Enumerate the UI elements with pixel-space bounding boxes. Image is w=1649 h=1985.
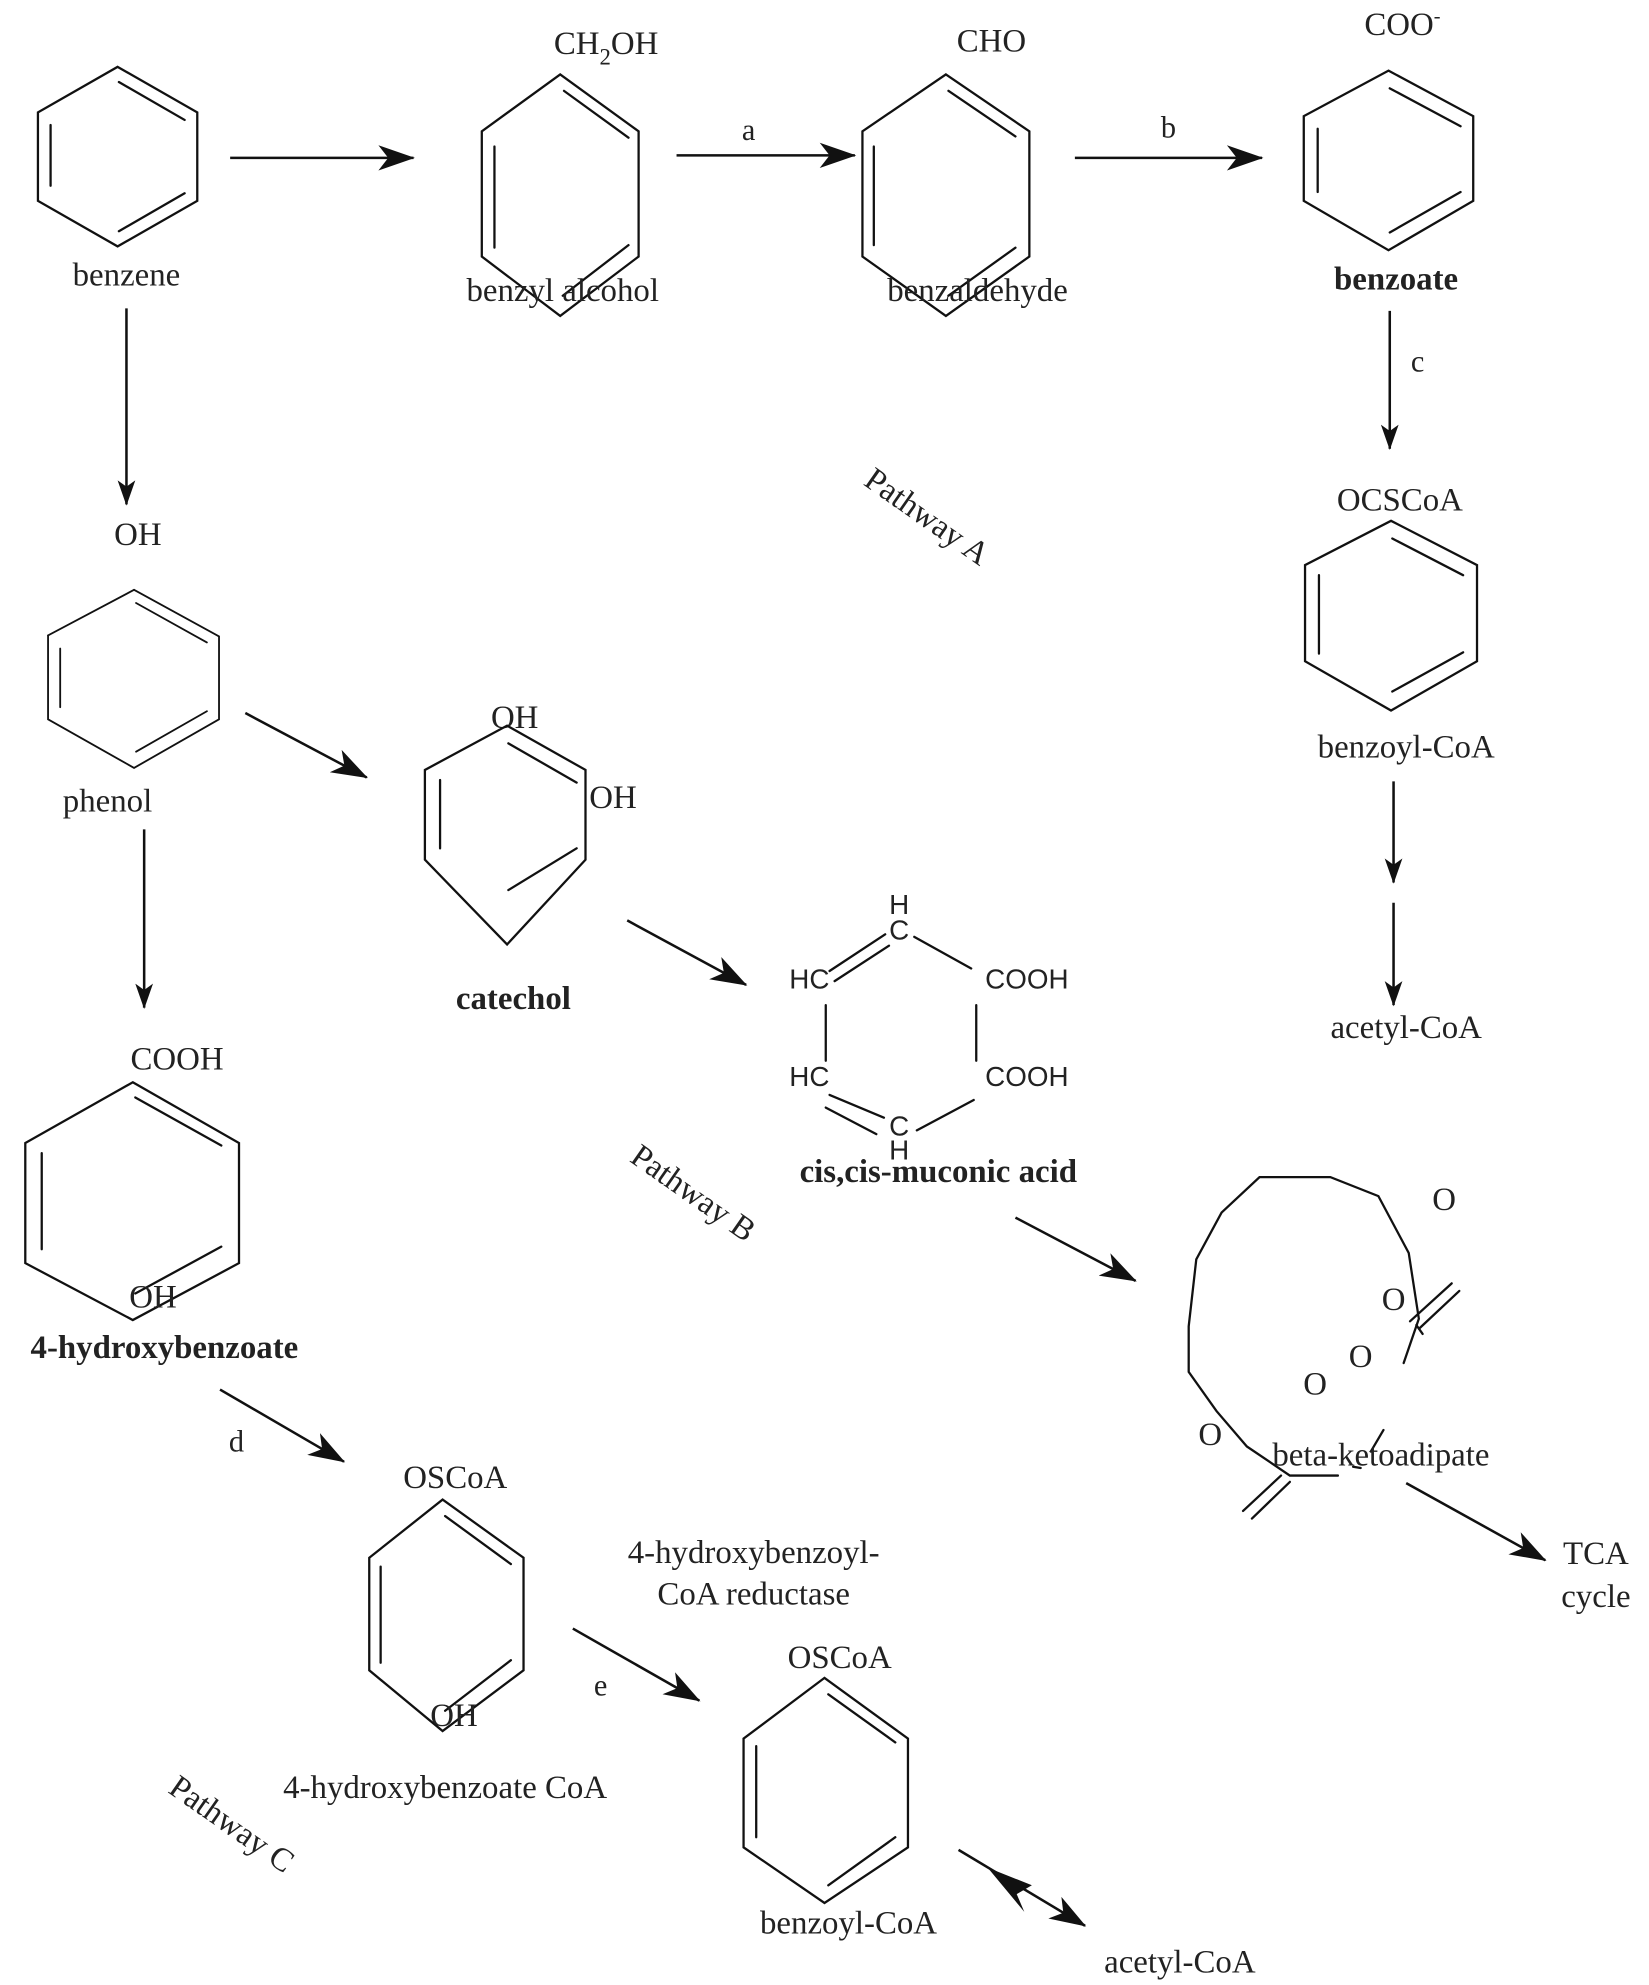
hydroxybenzoate-substituent-bottom: OH xyxy=(129,1279,176,1315)
phenol-structure: OH phenol xyxy=(47,517,220,820)
arrow-step-e xyxy=(572,1627,701,1702)
benzene-label: benzene xyxy=(73,258,181,294)
benzoate-label: benzoate xyxy=(1334,261,1458,297)
benzoyl-coa-a-ring xyxy=(1303,519,1479,712)
hydroxybenzoate-ring xyxy=(24,1080,241,1322)
muconic-acid-label: cis,cis-muconic acid xyxy=(800,1154,1077,1190)
hydroxybenzoate-coa-label: 4-hydroxybenzoate CoA xyxy=(283,1770,607,1806)
phenol-ring xyxy=(47,588,220,769)
arrow-intermediate-head xyxy=(987,1867,1032,1912)
benzoyl-coa-a-structure: OCSCoA benzoyl-CoA xyxy=(1303,483,1495,765)
ketoadipate-label: beta-ketoadipate xyxy=(1272,1437,1489,1473)
hydroxybenzoate-coa-structure: OSCoA OH 4-hydroxybenzoate CoA xyxy=(283,1460,607,1806)
muconic-bonds xyxy=(824,933,978,1136)
ketoadipate-o-ring-1: O xyxy=(1382,1282,1406,1318)
benzyl-alcohol-substituent: CH2OH xyxy=(554,26,658,69)
hydroxybenzoate-label: 4-hydroxybenzoate xyxy=(31,1330,299,1366)
benzoate-ring xyxy=(1302,69,1475,252)
muconic-hc-upper: HC xyxy=(789,964,829,995)
muconic-c-bottom: C xyxy=(889,1110,909,1141)
step-a-label: a xyxy=(742,113,756,147)
phenol-substituent: OH xyxy=(114,517,161,553)
benzene-ring xyxy=(36,65,199,248)
pathway-b-label: Pathway B xyxy=(624,1138,762,1250)
benzoyl-coa-a-label: benzoyl-CoA xyxy=(1318,729,1495,765)
catechol-label: catechol xyxy=(456,981,571,1017)
muconic-h-bottom: H xyxy=(889,1134,909,1165)
hydroxybenzoate-coa-substituent-bottom: OH xyxy=(430,1698,477,1734)
muconic-cooh-upper: COOH xyxy=(985,964,1068,995)
hydroxybenzoate-substituent-top: COOH xyxy=(130,1042,223,1078)
tca-label-line2: cycle xyxy=(1561,1579,1630,1615)
ketoadipate-o-top: O xyxy=(1432,1182,1456,1218)
step-e-label: e xyxy=(594,1669,607,1703)
muconic-hc-lower: HC xyxy=(789,1061,829,1092)
ketoadipate-o-bottom: O xyxy=(1198,1417,1222,1453)
benzyl-alcohol-label: benzyl alcohol xyxy=(466,273,659,309)
hydroxybenzoate-coa-ring xyxy=(368,1498,525,1733)
acetyl-coa-c-label: acetyl-CoA xyxy=(1104,1945,1256,1981)
catechol-ring-inner-bonds xyxy=(438,742,578,892)
acetyl-coa-a-label: acetyl-CoA xyxy=(1330,1010,1482,1046)
pathway-a-label: Pathway A xyxy=(858,461,996,573)
phenol-label: phenol xyxy=(63,784,152,820)
benzoyl-coa-c-structure: OSCoA benzoyl-CoA xyxy=(742,1640,937,1941)
catechol-substituent-2: OH xyxy=(589,780,636,816)
tca-label-line1: TCA xyxy=(1563,1536,1629,1572)
benzene-structure: benzene xyxy=(36,65,199,294)
hydroxybenzoate-coa-substituent-top: OSCoA xyxy=(403,1460,507,1496)
step-d-label: d xyxy=(229,1425,244,1459)
benzoyl-coa-c-ring xyxy=(742,1676,910,1905)
ketoadipate-structure: O O O O O beta-ketoadipate xyxy=(1187,1175,1489,1520)
arrow-phenol-to-catechol xyxy=(244,711,368,779)
enzyme-label-line1: 4-hydroxybenzoyl- xyxy=(628,1535,880,1571)
step-c-label: c xyxy=(1411,345,1424,379)
muconic-c-top: C xyxy=(889,914,909,945)
muconic-h-top: H xyxy=(889,889,909,920)
benzaldehyde-substituent: CHO xyxy=(957,24,1026,60)
arrow-ketoadipate-to-tca xyxy=(1405,1482,1547,1562)
benzyl-alcohol-ring xyxy=(480,73,640,318)
hydroxybenzoate-structure: COOH OH 4-hydroxybenzoate xyxy=(24,1042,299,1366)
step-b-label: b xyxy=(1161,111,1176,145)
muconic-acid-structure: H C HC HC COOH COOH C H cis,cis-muconic … xyxy=(789,889,1077,1190)
benzoyl-coa-c-substituent: OSCoA xyxy=(788,1640,892,1676)
arrow-catechol-to-muconic xyxy=(626,919,748,987)
benzyl-alcohol-structure: CH2OH benzyl alcohol xyxy=(466,26,659,318)
benzoate-substituent: COO- xyxy=(1364,6,1440,44)
arrow-muconic-to-ketoadipate xyxy=(1014,1216,1137,1282)
benzaldehyde-structure: CHO benzaldehyde xyxy=(861,24,1068,318)
muconic-cooh-lower: COOH xyxy=(985,1061,1068,1092)
benzaldehyde-ring xyxy=(861,73,1031,318)
benzoyl-coa-a-substituent: OCSCoA xyxy=(1337,483,1463,519)
arrow-step-d xyxy=(219,1388,346,1463)
catechol-structure: OH OH catechol xyxy=(423,700,637,1017)
ketoadipate-o-ring-3: O xyxy=(1303,1367,1327,1403)
benzaldehyde-label: benzaldehyde xyxy=(887,273,1068,309)
benzoate-structure: COO- benzoate xyxy=(1302,6,1475,297)
ketoadipate-o-ring-2: O xyxy=(1349,1339,1373,1375)
ketoadipate-ring xyxy=(1187,1175,1420,1477)
enzyme-label-line2: CoA reductase xyxy=(657,1577,850,1613)
catechol-ring xyxy=(423,724,587,947)
pathway-c-label: Pathway C xyxy=(162,1769,300,1881)
benzoyl-coa-c-label: benzoyl-CoA xyxy=(760,1905,937,1941)
